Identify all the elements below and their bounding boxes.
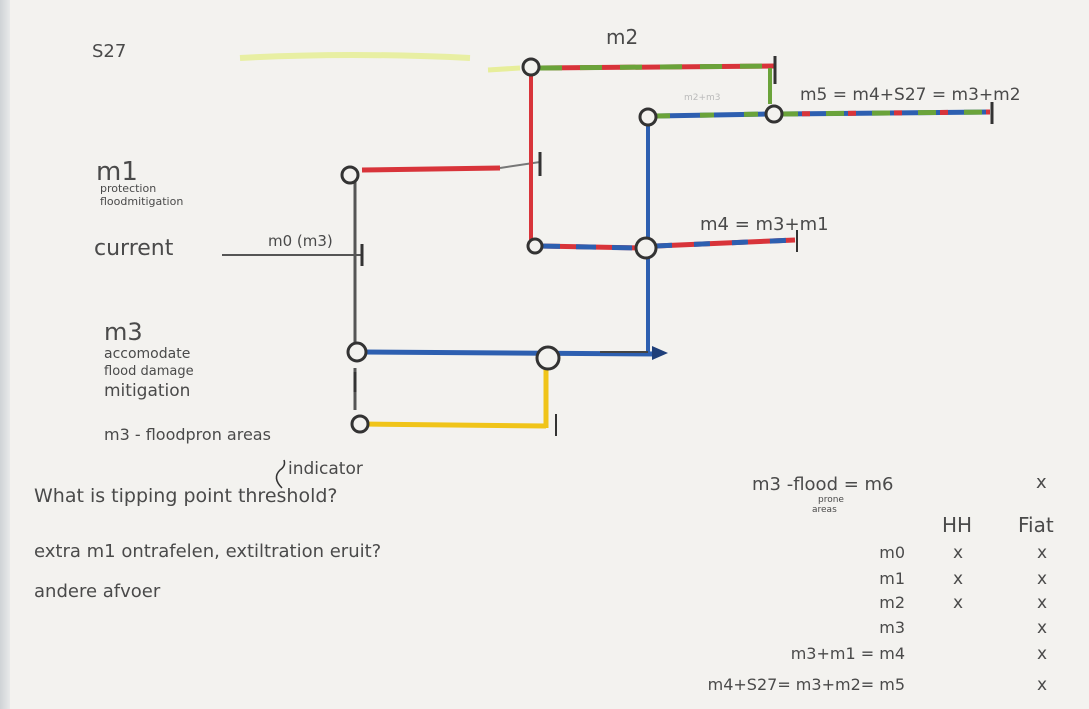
table-row-label: m3+m1 = m4 [791, 644, 905, 663]
node-m3 [346, 341, 368, 363]
table-row-label: m1 [879, 569, 905, 588]
table-header-sub-2: areas [812, 505, 837, 515]
s27-highlight [239, 52, 471, 61]
table-row-label: m0 [879, 543, 905, 562]
node-m2 [521, 57, 541, 77]
table-row-label: m3 [879, 618, 905, 637]
note-indicator: indicator [288, 459, 363, 479]
label-m0: m0 (m3) [268, 232, 333, 250]
table-row-hh-mark: x [953, 569, 963, 589]
node-m3-flood [350, 414, 370, 434]
table-header-formula: m3 -flood = m6 [752, 474, 894, 495]
node-m2-m4 [526, 237, 544, 255]
table-row-fiat-mark: x [1037, 543, 1047, 563]
label-m3-desc-2: flood damage [104, 364, 194, 379]
table-header-sub-1: prone [818, 495, 844, 505]
label-m3: m3 [104, 318, 143, 346]
table-header-mark: x [1036, 472, 1047, 493]
table-row-label: m4+S27= m3+m2= m5 [708, 675, 905, 694]
m1-gray-continuation [499, 161, 541, 169]
label-m4-formula: m4 = m3+m1 [700, 214, 829, 235]
table-col-fiat: Fiat [1018, 513, 1054, 537]
table-row-fiat-mark: x [1037, 593, 1047, 613]
m3-flood-yellow-line [361, 421, 547, 429]
node-m5 [764, 104, 784, 124]
label-s27: S27 [92, 41, 126, 62]
table-row-hh-mark: x [953, 543, 963, 563]
label-m3-desc-3: mitigation [104, 381, 190, 401]
label-m1-desc-1: protection [100, 182, 156, 195]
node-m4 [634, 236, 658, 260]
m5-green-dash [779, 109, 991, 117]
photo-edge-shadow [0, 0, 10, 709]
table-row-fiat-mark: x [1037, 569, 1047, 589]
note-line-2: extra m1 ontrafelen, extiltration eruit? [34, 541, 381, 562]
s27-highlight-2 [487, 65, 521, 73]
note-line-3: andere afvoer [34, 581, 161, 602]
table-col-hh: HH [942, 513, 972, 537]
label-m1: m1 [96, 157, 138, 187]
node-m1 [340, 165, 360, 185]
node-m3-mid [535, 345, 561, 371]
indicator-brace [275, 459, 286, 489]
label-current: current [94, 236, 174, 261]
note-line-1: What is tipping point threshold? [34, 485, 338, 507]
table-row-fiat-mark: x [1037, 618, 1047, 638]
m1-red-line [361, 165, 501, 173]
label-m1-desc-2: floodmitigation [100, 195, 183, 208]
label-m3-flood: m3 - floodpron areas [104, 425, 271, 444]
m2-to-m4-blue [539, 243, 641, 251]
label-m5-formula: m5 = m4+S27 = m3+m2 [800, 85, 1021, 105]
label-m2m3-faint: m2+m3 [684, 93, 721, 103]
m3-arrow-head [652, 346, 668, 360]
table-row-fiat-mark: x [1037, 675, 1047, 695]
m4-blue-dash [655, 237, 796, 249]
label-m3-desc-1: accomodate [104, 346, 190, 362]
m3-blue-line [361, 349, 661, 357]
table-row-label: m2 [879, 593, 905, 612]
node-m4-top [638, 107, 658, 127]
label-m2: m2 [606, 25, 638, 49]
table-row-hh-mark: x [953, 593, 963, 613]
table-row-fiat-mark: x [1037, 644, 1047, 664]
m2-red-line [539, 63, 776, 71]
m4-to-m5-green [655, 111, 769, 119]
